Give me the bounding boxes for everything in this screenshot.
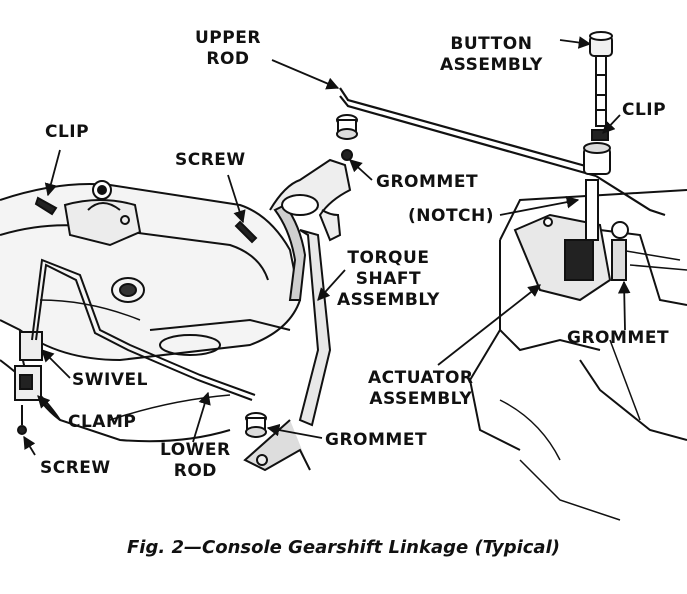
upper-rod	[339, 87, 666, 217]
label-swivel: SWIVEL	[72, 370, 148, 390]
label-clip-right: CLIP	[622, 100, 667, 120]
button-assembly-part	[583, 31, 613, 241]
swivel-clamp-assembly	[14, 331, 43, 435]
transmission-housing	[0, 180, 302, 443]
label-screw-top: SCREW	[175, 150, 246, 170]
grommet-top-part	[336, 114, 358, 161]
grommet-bottom-part	[245, 412, 267, 438]
label-screw-bottom: SCREW	[40, 458, 111, 478]
label-notch: (NOTCH)	[408, 206, 495, 226]
label-clip-left: CLIP	[45, 122, 90, 142]
lower-rod	[31, 258, 256, 401]
actuator-assembly-part	[513, 213, 629, 302]
label-grommet-right: GROMMET	[567, 328, 670, 348]
clip-left-part	[34, 196, 58, 216]
label-grommet-top: GROMMET	[376, 172, 479, 192]
leader-lines	[23, 36, 631, 456]
screw-top-part	[234, 220, 258, 244]
torque-shaft-assembly	[243, 158, 352, 472]
console-body	[468, 189, 687, 521]
figure-caption: Fig. 2—Console Gearshift Linkage (Typica…	[127, 537, 560, 558]
label-clamp: CLAMP	[68, 412, 137, 432]
label-grommet-bottom: GROMMET	[325, 430, 428, 450]
